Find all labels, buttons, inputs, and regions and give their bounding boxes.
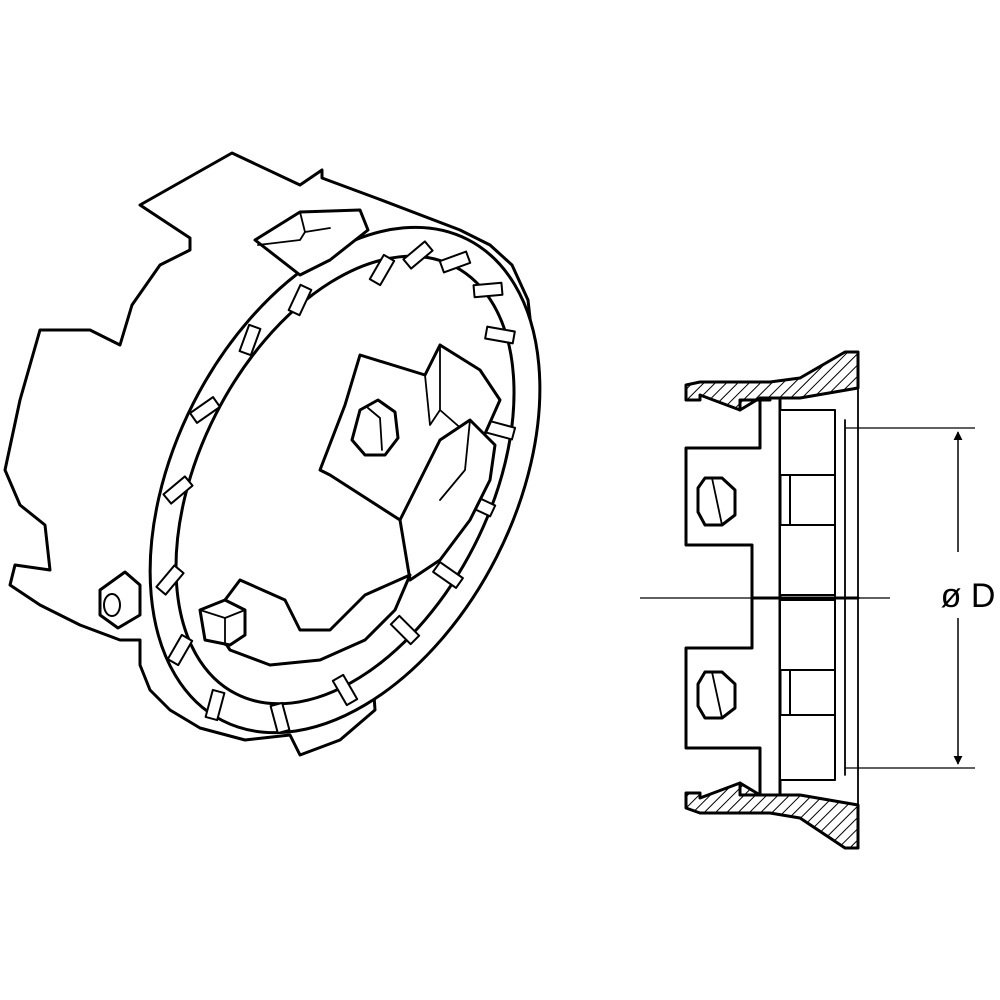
section-body-profile [684, 396, 762, 797]
bottom-pin [198, 598, 247, 647]
isometric-ring-view [3, 151, 542, 757]
inner-lugs [198, 343, 502, 667]
section-screw-top [696, 476, 737, 527]
screw-head [350, 398, 400, 457]
dimension-label: ø D [941, 577, 996, 615]
bottom-flange-section [684, 781, 860, 850]
side-screw [98, 570, 142, 630]
section-screw-bottom [696, 670, 737, 720]
section-view: ø D [640, 350, 996, 850]
top-flange-section [684, 350, 860, 412]
section-lugs [779, 387, 859, 806]
